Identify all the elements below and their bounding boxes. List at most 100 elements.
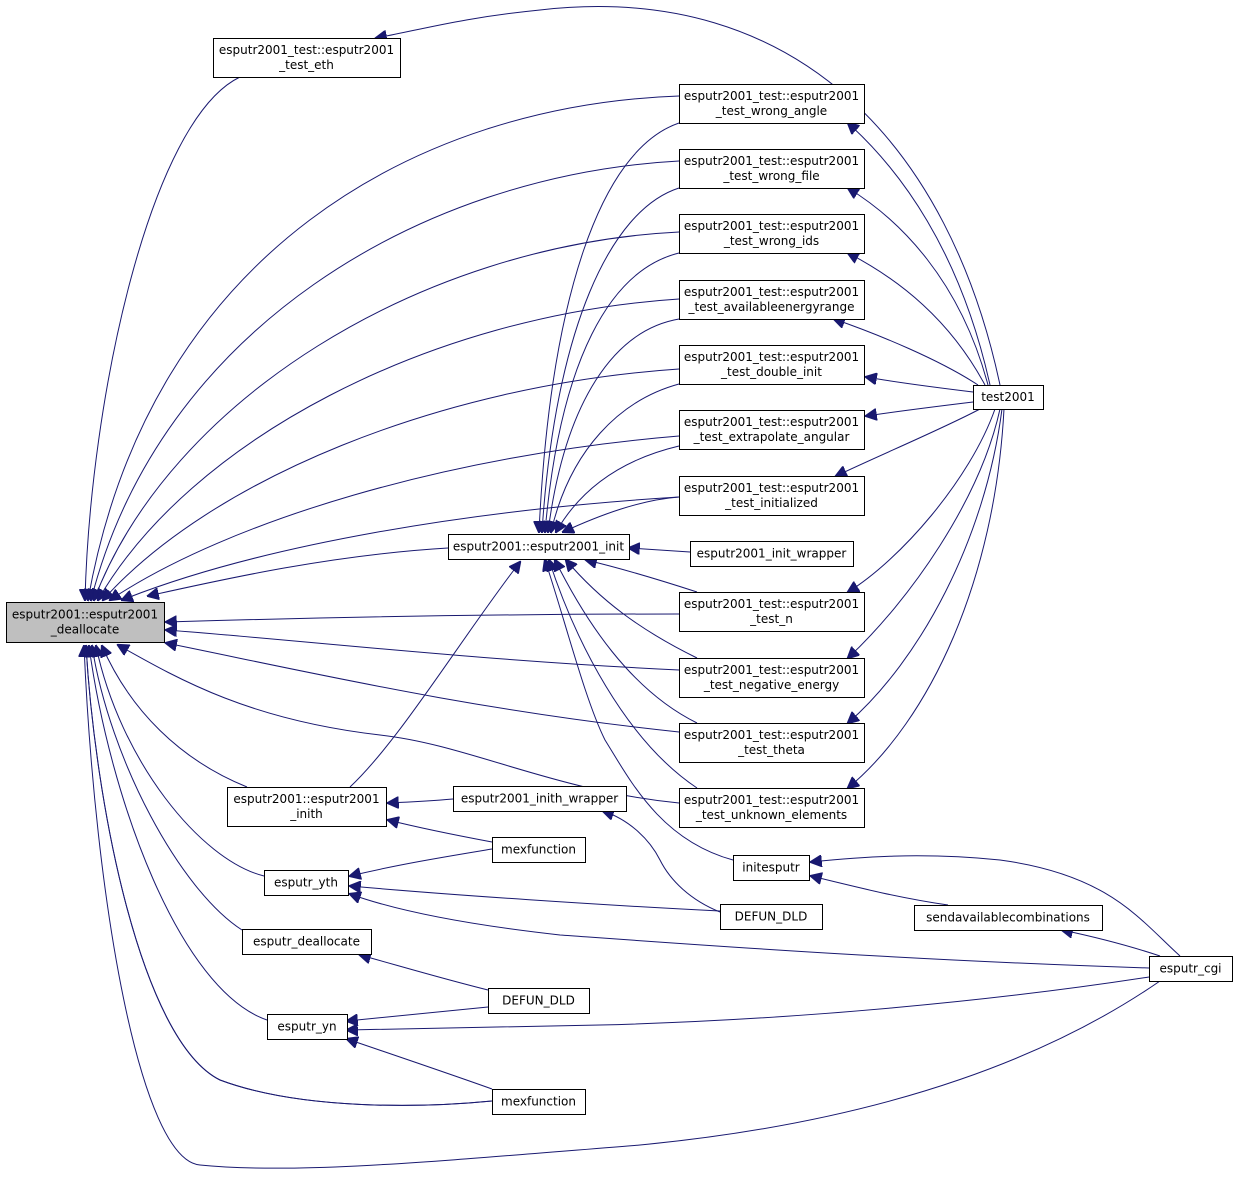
node-box[interactable] xyxy=(733,855,810,881)
edge-initesputr-to-init xyxy=(545,560,734,861)
node-box[interactable] xyxy=(973,385,1044,410)
edge-sendavail-to-initesputr xyxy=(811,876,949,906)
node-wrong_file[interactable]: esputr2001_test::esputr2001_test_wrong_f… xyxy=(679,149,865,189)
edge-cgi-to-yn xyxy=(347,976,1150,1030)
node-initesputr[interactable]: initesputr xyxy=(733,855,810,881)
edge-initialized-to-dealloc xyxy=(122,496,680,600)
node-box[interactable] xyxy=(264,870,349,896)
node-box[interactable] xyxy=(679,84,865,124)
node-label: esputr_deallocate xyxy=(253,935,360,949)
call-edge xyxy=(350,886,721,912)
call-edge xyxy=(811,856,1181,957)
node-dealloc[interactable]: esputr2001::esputr2001_deallocate xyxy=(6,602,165,643)
node-extrap[interactable]: esputr2001_test::esputr2001_test_extrapo… xyxy=(679,410,865,450)
node-box[interactable] xyxy=(690,541,854,567)
edge-initialized-to-init xyxy=(563,496,680,532)
edge-yn-to-dealloc xyxy=(89,646,268,1021)
call-edge xyxy=(103,368,680,600)
edge-double_init-to-init xyxy=(551,383,680,532)
node-defun1[interactable]: DEFUN_DLD xyxy=(720,904,823,930)
node-label: _test_n xyxy=(749,612,793,626)
call-edge xyxy=(548,318,680,532)
node-box[interactable] xyxy=(1149,956,1233,982)
node-label: mexfunction xyxy=(501,1095,576,1109)
node-eth[interactable]: esputr2001_test::esputr2001_test_eth xyxy=(213,38,401,78)
node-box[interactable] xyxy=(679,788,865,828)
node-box[interactable] xyxy=(679,149,865,189)
node-sendavail[interactable]: sendavailablecombinations xyxy=(914,905,1103,931)
node-box[interactable] xyxy=(453,786,627,812)
node-mex1[interactable]: mexfunction xyxy=(492,837,586,863)
node-cgi[interactable]: esputr_cgi xyxy=(1149,956,1233,982)
node-box[interactable] xyxy=(448,534,630,560)
node-yth[interactable]: esputr_yth xyxy=(264,870,349,896)
node-box[interactable] xyxy=(679,345,865,385)
node-box[interactable] xyxy=(679,592,865,632)
node-neg_energy[interactable]: esputr2001_test::esputr2001_test_negativ… xyxy=(679,658,865,698)
node-box[interactable] xyxy=(679,476,865,516)
node-label: esputr2001_inith_wrapper xyxy=(461,792,618,806)
edge-neg_energy-to-init xyxy=(566,560,698,659)
node-label: mexfunction xyxy=(501,843,576,857)
node-box[interactable] xyxy=(720,904,823,930)
edge-test2001-to-avail xyxy=(834,319,979,386)
node-label: _test_double_init xyxy=(720,365,822,379)
edge-init-to-dealloc xyxy=(148,547,449,596)
node-dealloc2[interactable]: esputr_deallocate xyxy=(242,929,372,955)
node-box[interactable] xyxy=(227,787,387,827)
node-avail[interactable]: esputr2001_test::esputr2001_test_availab… xyxy=(679,280,865,320)
call-edge xyxy=(848,408,1005,788)
node-box[interactable] xyxy=(242,929,372,955)
node-wrong_ids[interactable]: esputr2001_test::esputr2001_test_wrong_i… xyxy=(679,214,865,254)
node-label: _test_availableenergyrange xyxy=(688,300,855,314)
node-box[interactable] xyxy=(492,837,586,863)
node-label: _test_unknown_elements xyxy=(695,808,847,822)
edge-dealloc2-to-dealloc xyxy=(92,646,243,931)
call-edge xyxy=(110,435,680,600)
node-test_n[interactable]: esputr2001_test::esputr2001_test_n xyxy=(679,592,865,632)
call-edge xyxy=(360,955,489,991)
node-inith[interactable]: esputr2001::esputr2001_inith xyxy=(227,787,387,827)
edge-test2001-to-neg_energy xyxy=(848,408,1001,658)
node-box[interactable] xyxy=(679,214,865,254)
node-unknown[interactable]: esputr2001_test::esputr2001_test_unknown… xyxy=(679,788,865,828)
call-edge xyxy=(549,560,698,789)
node-init[interactable]: esputr2001::esputr2001_init xyxy=(448,534,630,560)
node-mex2[interactable]: mexfunction xyxy=(492,1089,586,1115)
node-box[interactable] xyxy=(679,280,865,320)
node-wrong_angle[interactable]: esputr2001_test::esputr2001_test_wrong_a… xyxy=(679,84,865,124)
call-edge xyxy=(347,1006,489,1021)
node-box[interactable] xyxy=(6,602,165,643)
call-edge xyxy=(376,6,1001,386)
node-label: esputr2001_test::esputr2001 xyxy=(684,663,859,677)
edge-test2001-to-eth xyxy=(376,6,1001,386)
node-label: _test_initialized xyxy=(724,496,818,510)
node-label: test2001 xyxy=(981,390,1035,404)
node-initialized[interactable]: esputr2001_test::esputr2001_test_initial… xyxy=(679,476,865,516)
node-yn[interactable]: esputr_yn xyxy=(267,1014,348,1040)
node-test2001[interactable]: test2001 xyxy=(973,385,1044,410)
edge-inith-to-init xyxy=(349,562,520,788)
call-edge xyxy=(166,613,680,622)
node-box[interactable] xyxy=(914,905,1103,931)
node-box[interactable] xyxy=(679,658,865,698)
edge-inith_wrapper-to-inith xyxy=(388,799,454,803)
call-edge xyxy=(92,646,243,931)
node-label: DEFUN_DLD xyxy=(735,910,808,924)
node-box[interactable] xyxy=(492,1089,586,1115)
edge-wrong_file-to-init xyxy=(542,187,680,532)
node-box[interactable] xyxy=(213,38,401,78)
node-box[interactable] xyxy=(679,723,865,763)
call-edge xyxy=(388,820,493,843)
node-defun2[interactable]: DEFUN_DLD xyxy=(488,988,590,1014)
call-edge xyxy=(848,408,1001,658)
node-double_init[interactable]: esputr2001_test::esputr2001_test_double_… xyxy=(679,345,865,385)
node-box[interactable] xyxy=(267,1014,348,1040)
node-inith_wrapper[interactable]: esputr2001_inith_wrapper xyxy=(453,786,627,812)
edge-cgi-to-initesputr xyxy=(811,856,1181,957)
node-theta[interactable]: esputr2001_test::esputr2001_test_theta xyxy=(679,723,865,763)
node-box[interactable] xyxy=(488,988,590,1014)
node-init_wrapper[interactable]: esputr2001_init_wrapper xyxy=(690,541,854,567)
node-box[interactable] xyxy=(679,410,865,450)
call-edge xyxy=(586,560,698,593)
